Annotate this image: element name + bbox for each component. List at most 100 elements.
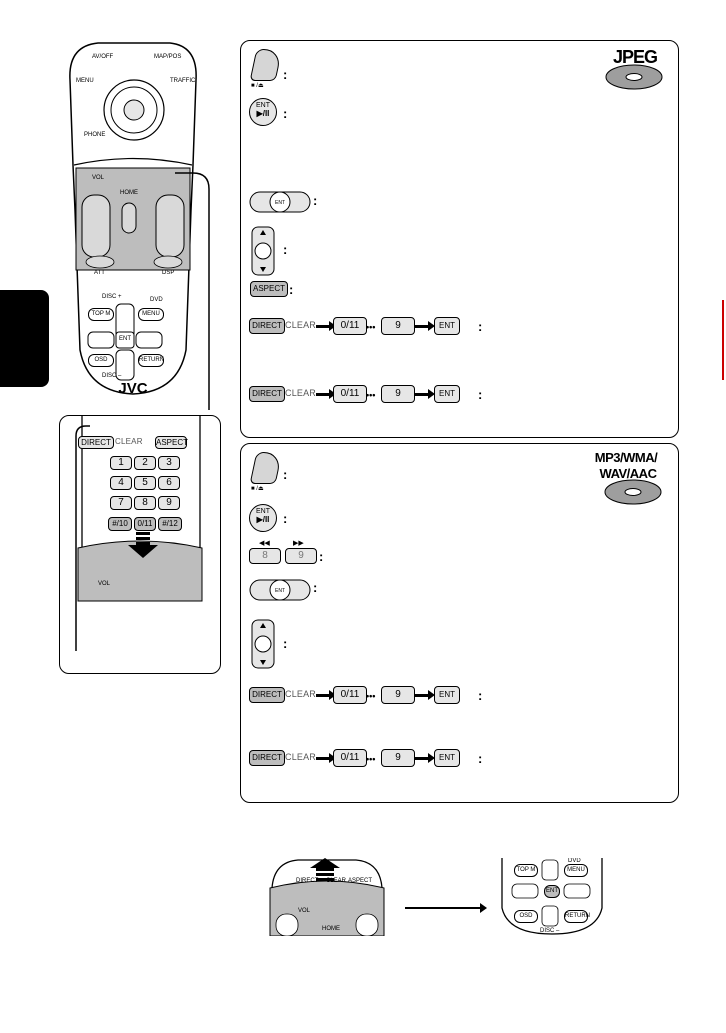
osd-button[interactable]: OSD	[514, 910, 538, 923]
skip-dial-icon[interactable]: ENT	[249, 189, 311, 215]
ent-label: ENT	[256, 508, 270, 515]
nine-key[interactable]: 9	[381, 686, 415, 704]
ent-key[interactable]: ENT	[434, 385, 460, 403]
digit-key[interactable]: 6	[158, 476, 180, 490]
clear-label: CLEAR	[285, 689, 317, 699]
vol-label: VOL	[92, 175, 105, 181]
arrow-icon	[415, 753, 435, 763]
bottom-left-illustration: DIRECT CLEAR ASPECT VOL HOME	[268, 858, 386, 936]
digit-key[interactable]: 3	[158, 456, 180, 470]
clear-label: CLEAR	[115, 437, 143, 446]
transition-arrow	[405, 903, 487, 913]
direct-key[interactable]: DIRECT	[249, 386, 285, 402]
direct-key[interactable]: DIRECT	[249, 687, 285, 703]
colon: :	[283, 242, 288, 257]
menu-button[interactable]: MENU	[564, 864, 588, 877]
zero-11-key[interactable]: 0/11	[333, 385, 367, 403]
return-button[interactable]: RETURN	[564, 910, 590, 923]
aspect-key[interactable]: ASPECT	[250, 281, 288, 297]
ellipsis: •••	[366, 691, 376, 701]
skip-dial-icon[interactable]: ENT	[249, 577, 311, 603]
arrow-icon	[316, 753, 336, 763]
av-off-label: AV/OFF	[92, 54, 114, 60]
stop-button-icon[interactable]	[249, 49, 283, 81]
digit-key[interactable]: 4	[110, 476, 132, 490]
digit-key[interactable]: 8	[134, 496, 156, 510]
colon: :	[283, 511, 288, 526]
direct-key[interactable]: DIRECT	[249, 318, 285, 334]
remote-body	[69, 42, 197, 395]
colon: :	[313, 580, 318, 595]
digit-key[interactable]: 2	[134, 456, 156, 470]
up-down-dial-icon[interactable]	[251, 226, 275, 276]
ent-label: ENT	[119, 336, 131, 342]
arrow-icon	[415, 321, 435, 331]
map-pos-label: MAP/POS	[154, 54, 182, 60]
zero-11-key[interactable]: 0/11	[333, 686, 367, 704]
zero-11-key[interactable]: 0/11	[134, 517, 156, 531]
home-label: HOME	[120, 190, 138, 196]
jvc-logo: JVC	[118, 380, 148, 397]
top-m-button[interactable]: TOP M	[88, 308, 114, 321]
digit-key[interactable]: 1	[110, 456, 132, 470]
nine-key[interactable]: 9	[381, 317, 415, 335]
hash-12-key[interactable]: #/12	[158, 517, 182, 531]
ellipsis: •••	[366, 390, 376, 400]
ent-play-button[interactable]: ENT ▶/II	[249, 504, 277, 532]
zero-11-key[interactable]: 0/11	[333, 317, 367, 335]
osd-button[interactable]: OSD	[88, 354, 114, 367]
clear-label: CLEAR	[285, 752, 317, 762]
aspect-label: ASPECT	[348, 878, 373, 884]
ent-key[interactable]: ENT	[434, 749, 460, 767]
colon: :	[319, 549, 324, 564]
ent-button[interactable]: ENT	[544, 885, 560, 898]
arrow-icon	[415, 690, 435, 700]
direct-label: DIRECT	[296, 878, 319, 884]
arrow-icon	[316, 389, 336, 399]
fast-forward-icon: ▶▶	[293, 540, 304, 547]
digit-key[interactable]: 9	[158, 496, 180, 510]
traffic-label: TRAFFIC	[170, 78, 196, 84]
aspect-key[interactable]: ASPECT	[155, 436, 189, 449]
colon: :	[289, 282, 294, 297]
phone-label: PHONE	[84, 132, 106, 138]
arrow-icon	[415, 389, 435, 399]
ellipsis: •••	[366, 754, 376, 764]
return-button[interactable]: RETURN	[138, 354, 164, 367]
vol-label: VOL	[298, 908, 311, 914]
svg-text:ENT: ENT	[275, 588, 285, 594]
colon: :	[283, 636, 288, 651]
eight-key[interactable]: 8	[249, 548, 281, 564]
disc-minus-label: DISC –	[102, 373, 122, 379]
wav-aac-logo: WAV/AAC	[599, 466, 657, 481]
top-m-button[interactable]: TOP M	[514, 864, 538, 877]
colon: :	[478, 387, 483, 402]
digit-key[interactable]: 7	[110, 496, 132, 510]
up-down-dial-icon[interactable]	[251, 619, 275, 669]
menu-button[interactable]: MENU	[138, 308, 164, 321]
menu-label-top: MENU	[76, 78, 94, 84]
down-arrow-icon	[128, 532, 158, 558]
colon: :	[313, 193, 318, 208]
jpeg-logo: JPEG	[612, 47, 658, 67]
rewind-icon: ◀◀	[259, 540, 270, 547]
hash-10-key[interactable]: #/10	[108, 517, 132, 531]
mp3-wma-logo: MP3/WMA/	[594, 450, 658, 465]
colon: :	[478, 688, 483, 703]
digit-key[interactable]: 5	[134, 476, 156, 490]
direct-key[interactable]: DIRECT	[78, 436, 114, 449]
vol-label-keypad: VOL	[98, 581, 111, 587]
ent-play-button[interactable]: ENT ▶/II	[249, 98, 277, 126]
colon: :	[283, 106, 288, 121]
direct-key[interactable]: DIRECT	[249, 750, 285, 766]
ent-key[interactable]: ENT	[434, 686, 460, 704]
nine-key[interactable]: 9	[381, 749, 415, 767]
zero-11-key[interactable]: 0/11	[333, 749, 367, 767]
stop-button-icon[interactable]	[249, 452, 283, 484]
nine-key[interactable]: 9	[285, 548, 317, 564]
home-label: HOME	[322, 926, 340, 932]
ent-key[interactable]: ENT	[434, 317, 460, 335]
colon: :	[283, 467, 288, 482]
disc-plus-label: DISC +	[102, 294, 122, 300]
nine-key[interactable]: 9	[381, 385, 415, 403]
